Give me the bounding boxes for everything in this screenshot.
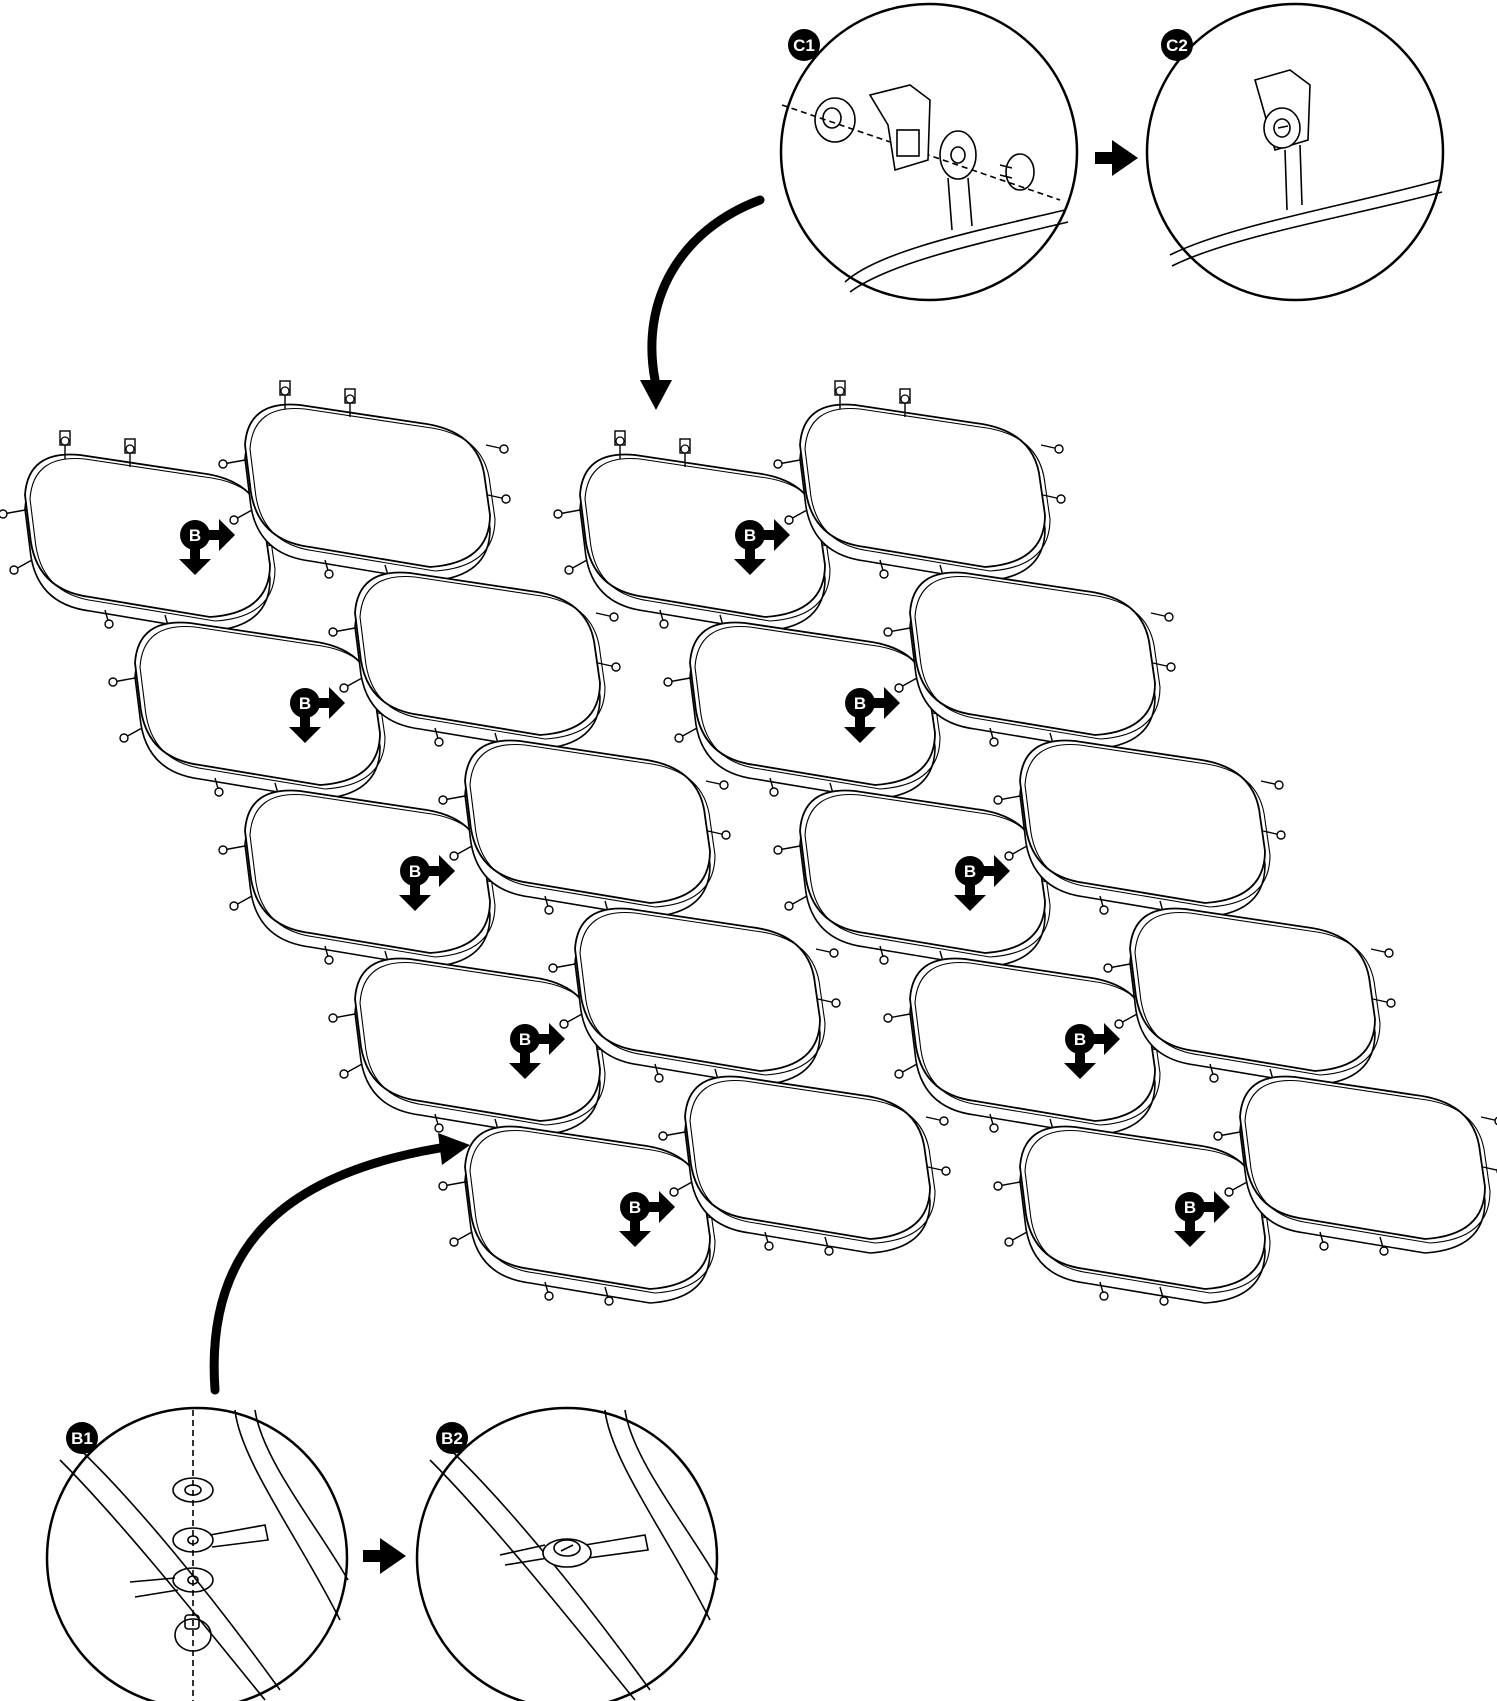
detail-b2 xyxy=(415,1406,719,1701)
panel xyxy=(773,380,1066,584)
panel xyxy=(993,739,1286,920)
panel xyxy=(438,739,731,920)
badge-icon: B xyxy=(844,687,900,743)
panel: B xyxy=(663,621,956,802)
badge-label: B xyxy=(519,1030,531,1049)
badge-icon: B xyxy=(509,1023,565,1079)
panel: B xyxy=(773,789,1066,970)
badge-icon: B xyxy=(734,519,790,575)
badge-b2: B2 xyxy=(436,1422,468,1454)
panel xyxy=(658,1075,951,1256)
right-arrow-icon xyxy=(363,1538,406,1574)
panel: B xyxy=(438,1125,731,1306)
panel xyxy=(1213,1075,1497,1256)
panel: B xyxy=(108,621,401,802)
panel: B xyxy=(218,789,511,970)
badge-icon: B xyxy=(619,1191,675,1247)
svg-text:C2: C2 xyxy=(1166,36,1188,55)
curved-arrow-icon xyxy=(209,1133,470,1395)
panel: B xyxy=(553,430,846,634)
svg-text:B1: B1 xyxy=(71,1429,93,1448)
detail-b1 xyxy=(45,1406,349,1701)
badge-label: B xyxy=(629,1198,641,1217)
panel: B xyxy=(883,957,1176,1138)
detail-c1 xyxy=(779,2,1079,302)
svg-text:C1: C1 xyxy=(793,36,815,55)
badge-c2: C2 xyxy=(1161,29,1193,61)
right-arrow-icon xyxy=(1095,140,1138,176)
badge-label: B xyxy=(299,694,311,713)
badge-label: B xyxy=(854,694,866,713)
panel: B xyxy=(993,1125,1286,1306)
badge-c1: C1 xyxy=(788,29,820,61)
badge-label: B xyxy=(1074,1030,1086,1049)
panel xyxy=(883,571,1176,752)
badge-label: B xyxy=(1184,1198,1196,1217)
badge-icon: B xyxy=(179,519,235,575)
panel: B xyxy=(0,430,291,634)
detail-c2 xyxy=(1145,2,1445,302)
badge-icon: B xyxy=(1064,1023,1120,1079)
curved-arrow-icon xyxy=(640,195,765,410)
panel xyxy=(218,380,511,584)
badge-icon: B xyxy=(1174,1191,1230,1247)
badge-label: B xyxy=(409,862,421,881)
badge-icon: B xyxy=(399,855,455,911)
badge-b1: B1 xyxy=(66,1422,98,1454)
panel-grid: B B B B B B B B B B xyxy=(0,380,1497,1306)
badge-icon: B xyxy=(954,855,1010,911)
badge-label: B xyxy=(744,526,756,545)
panel: B xyxy=(328,957,621,1138)
svg-text:B2: B2 xyxy=(441,1429,463,1448)
badge-label: B xyxy=(964,862,976,881)
badge-icon: B xyxy=(289,687,345,743)
panel xyxy=(1103,907,1396,1088)
badge-label: B xyxy=(189,526,201,545)
